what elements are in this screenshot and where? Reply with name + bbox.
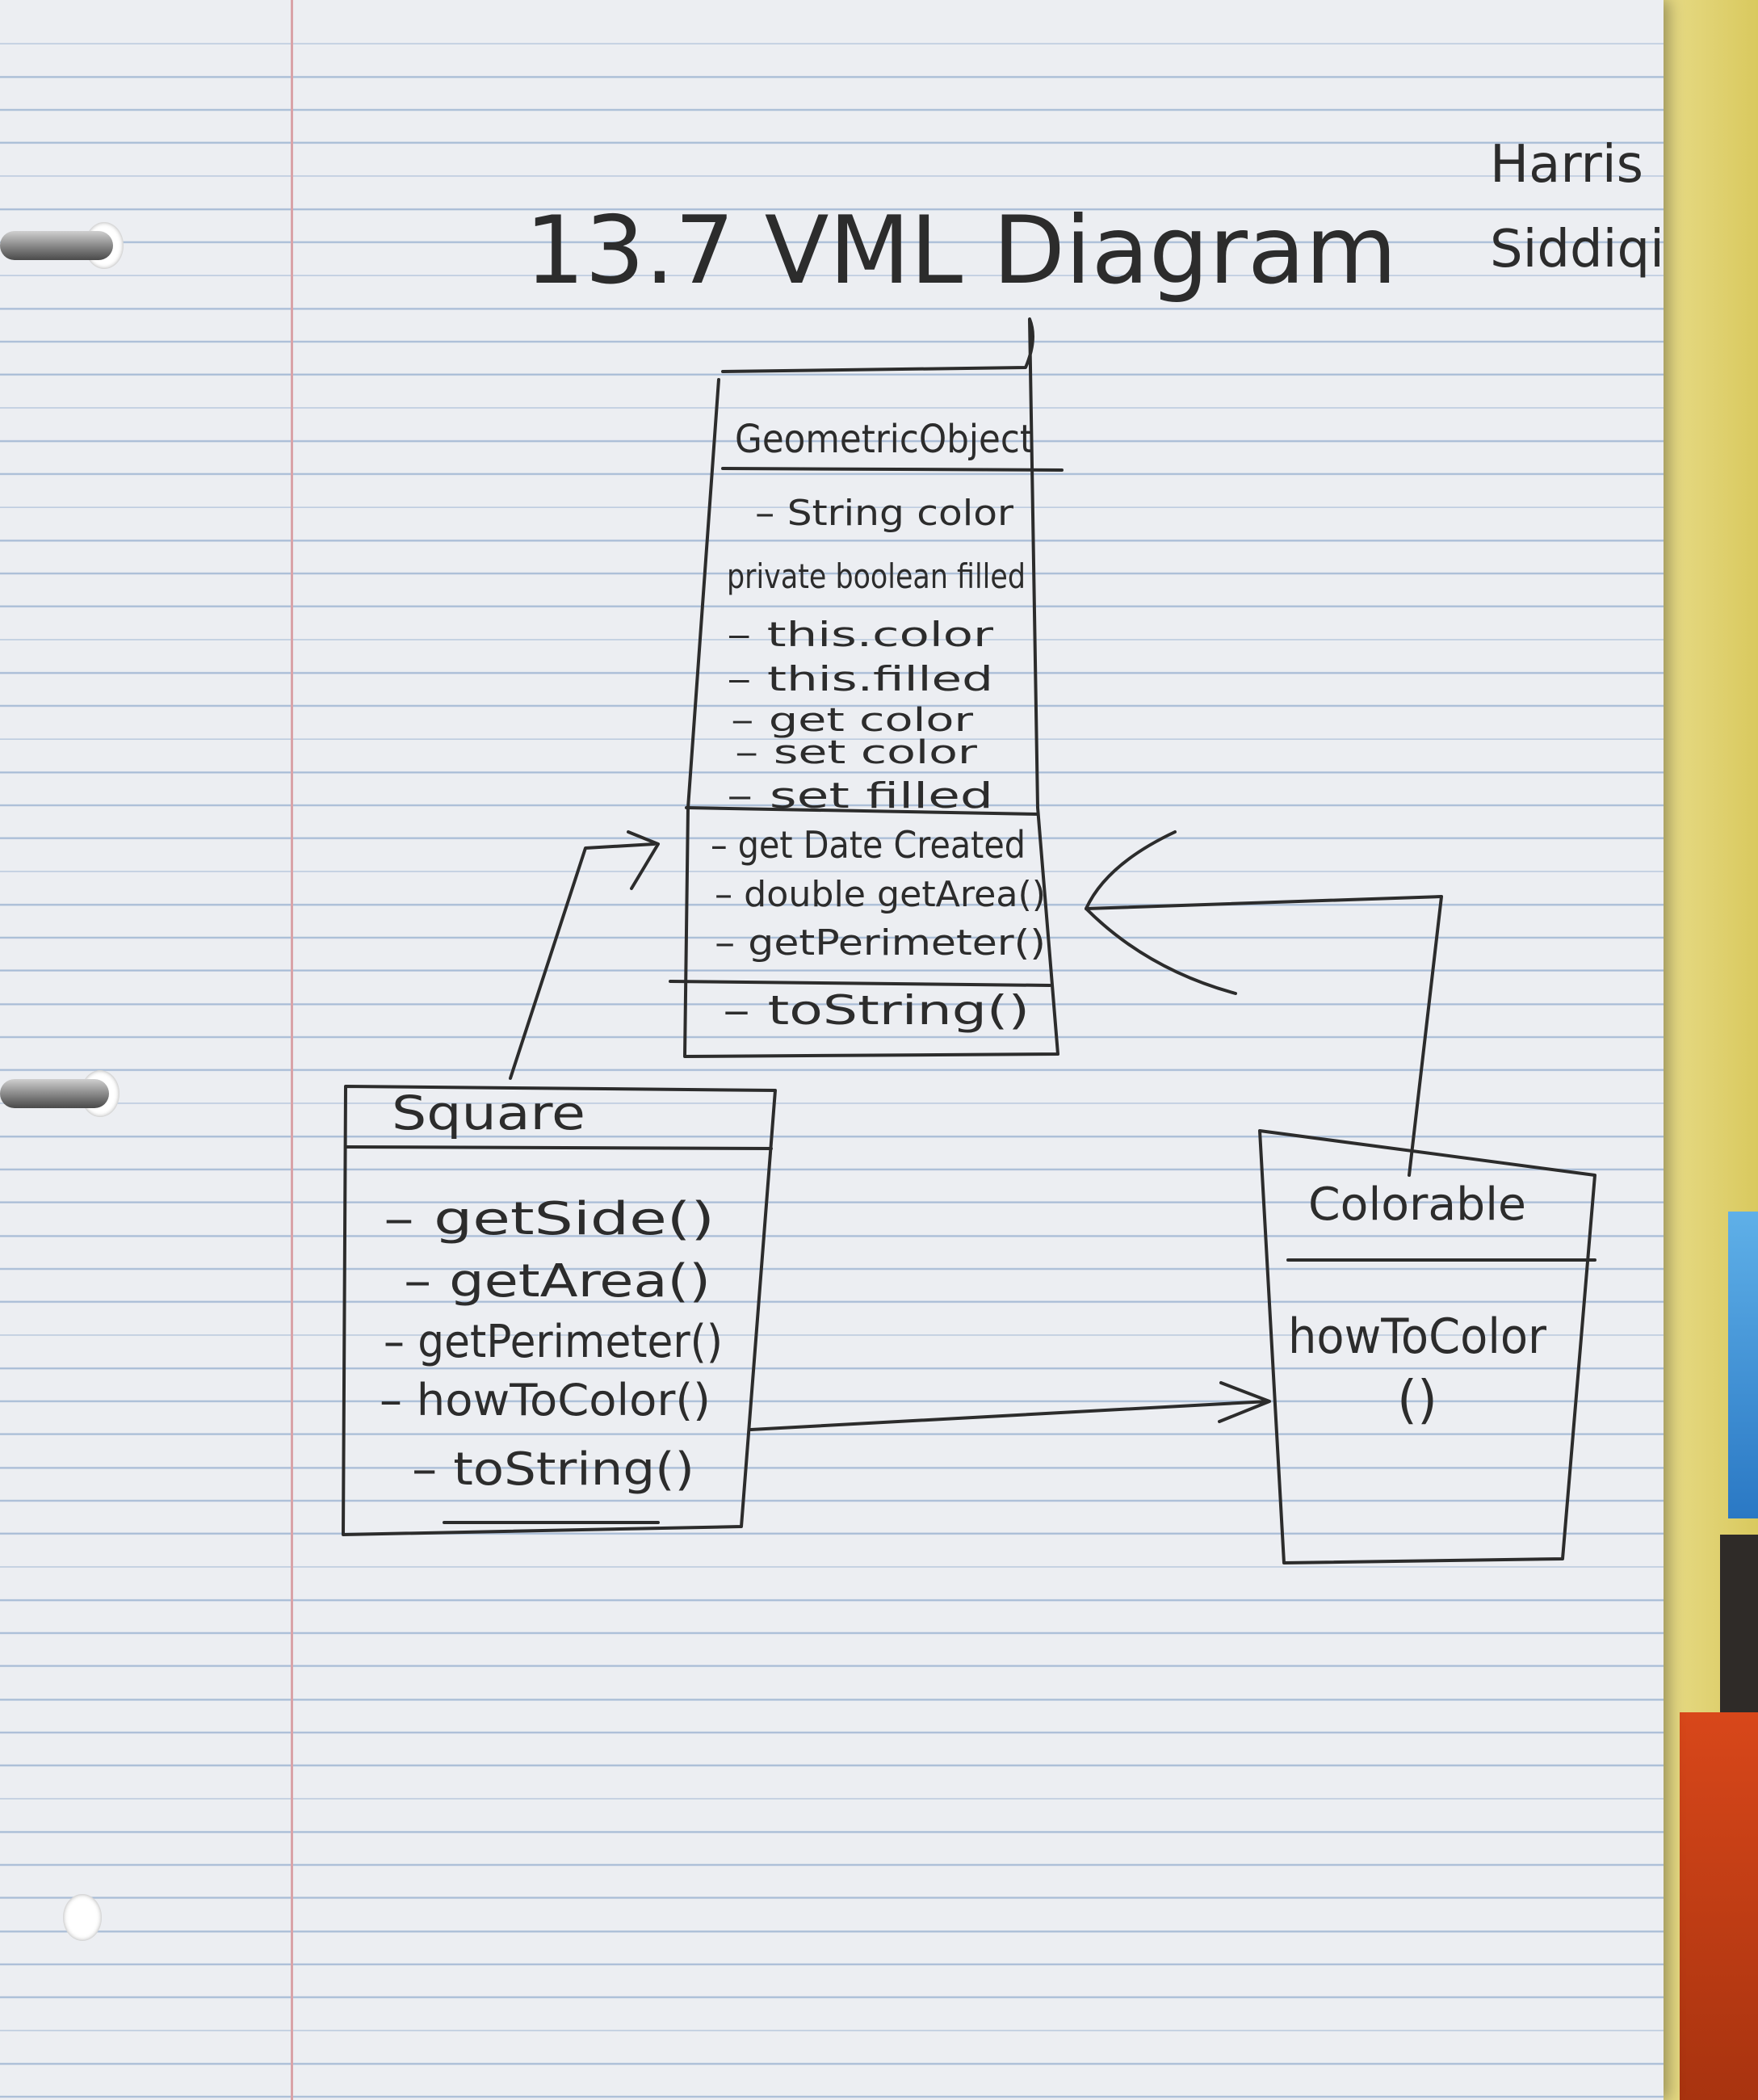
binder-ring-top [0,231,113,260]
geometricobject-method: – double getArea() [715,874,1046,915]
square-to-colorable-arrow [749,1400,1269,1431]
binder-hole-bottom [63,1894,102,1941]
blue-tab-background [1728,1212,1758,1518]
geometricobject-method: – set color [735,734,978,771]
geometricobject-method: – toString() [723,987,1030,1034]
geometricobject-method: – set filled [727,775,993,817]
geometricobject-name-divider [721,467,1064,472]
square-method: – toString() [412,1443,694,1496]
square-to-geometricobject-arrow [509,842,656,1080]
orange-tab-background [1680,1712,1758,2100]
geometricobject-method: – this.color [727,615,994,654]
square-to-colorable-arrowhead [1218,1381,1271,1423]
author-last-name: Siddiqi [1490,220,1664,279]
geometricobject-attribute: – String color [755,493,1014,534]
geometricobject-class-name: GeometricObject [735,417,1034,462]
geometricobject-box [683,317,1059,1058]
page-title: 13.7 VML Diagram [525,196,1397,305]
square-method: – howToColor() [380,1375,711,1426]
geometricobject-attribute: private boolean filled [727,556,1026,596]
colorable-to-geometricobject-arrowhead [1085,830,1237,995]
square-to-geometricobject-arrowhead [627,830,660,890]
geometricobject-divider-lower [685,806,1039,816]
square-name-divider [344,1145,773,1150]
margin-line [291,0,293,2100]
author-first-name: Harris [1490,135,1643,195]
square-class-name: Square [392,1086,585,1140]
colorable-method-parens: () [1397,1371,1437,1430]
square-method: – getPerimeter() [384,1316,723,1368]
binder-ring-middle [0,1079,109,1108]
colorable-box [1258,1129,1596,1564]
geometricobject-divider-bottom [669,980,1051,987]
colorable-class-name: Colorable [1308,1178,1526,1231]
notebook-page [0,0,1664,2100]
square-method: – getSide() [384,1193,715,1245]
geometricobject-method: – getPerimeter() [715,922,1046,964]
square-method: – getArea() [404,1255,711,1308]
geometricobject-method: – this.filled [727,659,993,699]
colorable-method: howToColor [1288,1308,1546,1365]
colorable-to-geometricobject-line [1085,895,1443,1177]
geometricobject-method: – get Date Created [711,823,1026,867]
square-box [342,1085,777,1536]
geometricobject-method: – get color [731,702,974,739]
